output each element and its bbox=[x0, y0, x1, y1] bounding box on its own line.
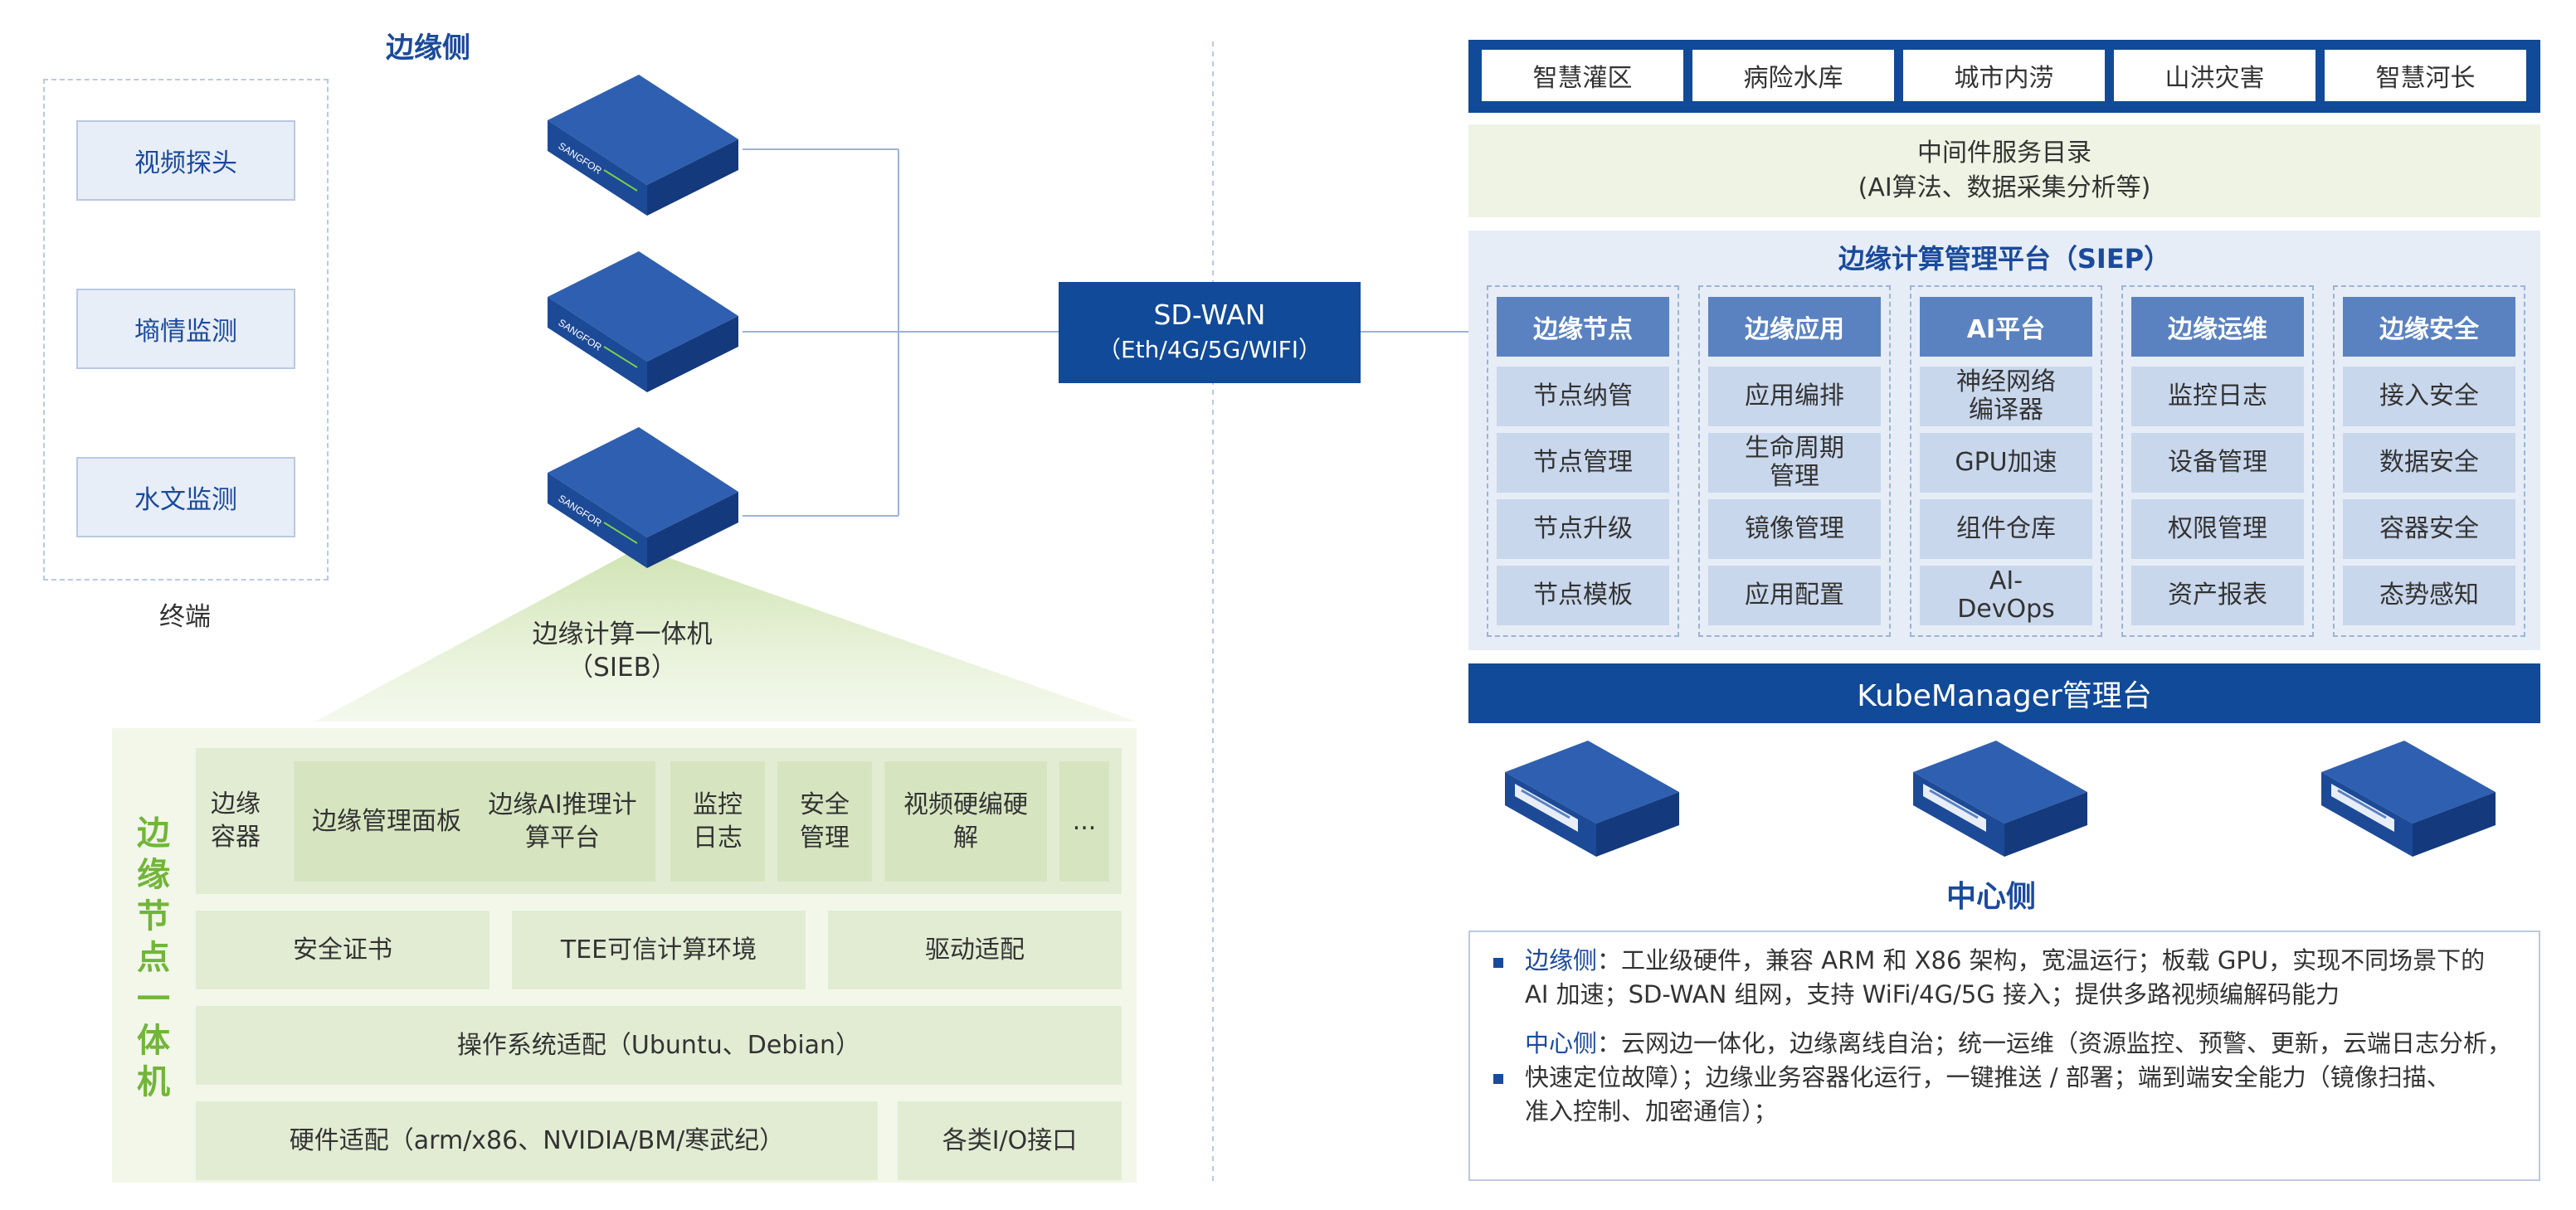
middleware-catalog: 中间件服务目录 (AI算法、数据采集分析等) bbox=[1468, 124, 2540, 217]
sieb-label: 边缘计算一体机 （SIEB） bbox=[498, 618, 747, 684]
desc-edge-text-1: ：工业级硬件，兼容 ARM 和 X86 架构，宽温运行；板载 GPU，实现不同场… bbox=[1597, 946, 2486, 974]
siep-item-edge-node-3: 节点升级 bbox=[1497, 499, 1669, 559]
siep-item-edge-security-3: 容器安全 bbox=[2343, 499, 2515, 559]
scenario-reservoir: 病险水库 bbox=[1692, 50, 1894, 101]
sieb-name: 边缘计算一体机 bbox=[532, 620, 713, 649]
siep-column-ai-platform bbox=[1910, 285, 2102, 637]
io-interfaces: 各类I/O接口 bbox=[898, 1101, 1122, 1180]
siep-item-edge-security-2: 数据安全 bbox=[2343, 433, 2515, 493]
desc-center-text-1: ：云网边一体化，边缘离线自治；统一运维（资源监控、预警、更新，云端日志分析， bbox=[1597, 1029, 2512, 1057]
scenario-urban-flood: 城市内涝 bbox=[1903, 50, 2105, 101]
sieb-zoom-fan bbox=[315, 547, 1137, 722]
siep-item-edge-node-1: 节点纳管 bbox=[1497, 367, 1669, 426]
edge-device-2: SANGFOR bbox=[548, 251, 738, 392]
app-edge-ai-inference: 边缘AI推理计算平台 bbox=[470, 761, 655, 882]
siep-item-edge-app-2: 生命周期管理 bbox=[1708, 433, 1881, 493]
sieb-abbr: （SIEB） bbox=[567, 653, 677, 683]
center-server-2 bbox=[1913, 741, 2087, 857]
server-links bbox=[743, 148, 1468, 517]
siep-column-edge-app bbox=[1698, 285, 1891, 637]
sdwan-subtitle: （Eth/4G/5G/WIFI） bbox=[1097, 336, 1322, 363]
siep-item-ai-platform-1: 神经网络编译器 bbox=[1920, 367, 2092, 426]
siep-item-edge-ops-4: 资产报表 bbox=[2131, 566, 2304, 625]
siep-column-edge-ops bbox=[2121, 285, 2314, 637]
tee-environment: TEE可信计算环境 bbox=[512, 911, 806, 989]
sdwan-title: SD-WAN bbox=[1153, 299, 1266, 331]
middleware-title: 中间件服务目录 bbox=[1917, 138, 2091, 168]
desc-center-text-2: 快速定位故障）；边缘业务容器化运行，一键推送 / 部署；端到端安全能力（镜像扫描… bbox=[1525, 1063, 2451, 1091]
edge-side-title: 边缘侧 bbox=[386, 32, 470, 65]
siep-item-edge-security-1: 接入安全 bbox=[2343, 367, 2515, 426]
terminal-hydrology: 水文监测 bbox=[76, 457, 295, 537]
siep-column-edge-security bbox=[2333, 285, 2525, 637]
center-server-3 bbox=[2321, 741, 2496, 857]
os-adaptation: 操作系统适配（Ubuntu、Debian） bbox=[196, 1006, 1122, 1085]
siep-column-head-edge-ops: 边缘运维 bbox=[2131, 297, 2304, 357]
terminal-caption: 终端 bbox=[159, 602, 211, 632]
siep-title: 边缘计算管理平台（SIEP） bbox=[1838, 243, 2171, 275]
desc-center: 中心侧：云网边一体化，边缘离线自治；统一运维（资源监控、预警、更新，云端日志分析… bbox=[1525, 1027, 2529, 1129]
siep-item-edge-app-4: 应用配置 bbox=[1708, 566, 1881, 625]
edge-device-3: SANGFOR bbox=[548, 427, 738, 568]
desc-center-text-3: 准入控制、加密通信）； bbox=[1525, 1097, 1778, 1125]
desc-edge-label: 边缘侧 bbox=[1525, 946, 1598, 974]
siep-column-head-edge-security: 边缘安全 bbox=[2343, 297, 2515, 357]
app-video-codec: 视频硬编硬解 bbox=[884, 761, 1047, 882]
siep-item-edge-ops-2: 设备管理 bbox=[2131, 433, 2304, 493]
siep-item-edge-node-4: 节点模板 bbox=[1497, 566, 1669, 625]
siep-item-edge-app-1: 应用编排 bbox=[1708, 367, 1881, 426]
siep-item-ai-platform-3: 组件仓库 bbox=[1920, 499, 2092, 559]
siep-item-edge-security-4: 态势感知 bbox=[2343, 566, 2515, 625]
app-edge-management-panel: 边缘管理面板 bbox=[294, 761, 480, 882]
siep-item-edge-app-3: 镜像管理 bbox=[1708, 499, 1881, 559]
terminal-group bbox=[43, 79, 329, 581]
app-security-management: 安全管理 bbox=[777, 761, 872, 882]
scenario-river-chief: 智慧河长 bbox=[2325, 50, 2526, 101]
description-box bbox=[1468, 931, 2540, 1181]
siep-column-head-ai-platform: AI平台 bbox=[1920, 297, 2092, 357]
bullet-edge bbox=[1493, 958, 1503, 968]
sdwan-box: SD-WAN （Eth/4G/5G/WIFI） bbox=[1059, 282, 1361, 383]
desc-edge: 边缘侧：工业级硬件，兼容 ARM 和 X86 架构，宽温运行；板载 GPU，实现… bbox=[1525, 944, 2529, 1012]
siep-column-head-edge-app: 边缘应用 bbox=[1708, 297, 1881, 357]
scenario-mountain-flood: 山洪灾害 bbox=[2114, 50, 2315, 101]
center-side-title: 中心侧 bbox=[1945, 880, 2036, 914]
app-more: ... bbox=[1059, 761, 1109, 882]
app-monitor-log: 监控日志 bbox=[670, 761, 765, 882]
scenario-irrigation: 智慧灌区 bbox=[1482, 50, 1683, 101]
driver-adaptation: 驱动适配 bbox=[828, 911, 1122, 989]
edge-container-label: 边缘容器 bbox=[211, 790, 261, 852]
siep-item-ai-platform-2: GPU加速 bbox=[1920, 433, 2092, 493]
edge-node-vertical-title: 边 缘 节 点 一 体 机 bbox=[137, 814, 170, 1101]
security-certificate: 安全证书 bbox=[196, 911, 489, 989]
siep-item-edge-node-2: 节点管理 bbox=[1497, 433, 1669, 493]
bullet-center bbox=[1493, 1074, 1503, 1084]
siep-item-ai-platform-4: AI-DevOps bbox=[1920, 566, 2092, 625]
middleware-subtitle: (AI算法、数据采集分析等) bbox=[1858, 173, 2151, 202]
siep-item-edge-ops-3: 权限管理 bbox=[2131, 499, 2304, 559]
siep-item-edge-ops-1: 监控日志 bbox=[2131, 367, 2304, 426]
siep-column-head-edge-node: 边缘节点 bbox=[1497, 297, 1669, 357]
kubemanager-bar: KubeManager管理台 bbox=[1468, 663, 2540, 723]
hardware-adaptation: 硬件适配（arm/x86、NVIDIA/BM/寒武纪） bbox=[196, 1101, 878, 1180]
terminal-soil-moisture: 墒情监测 bbox=[76, 289, 295, 369]
desc-edge-text-2: AI 加速；SD-WAN 组网，支持 WiFi/4G/5G 接入；提供多路视频编… bbox=[1525, 980, 2340, 1008]
siep-column-edge-node bbox=[1487, 285, 1679, 637]
desc-center-label: 中心侧 bbox=[1525, 1029, 1598, 1057]
terminal-video-probe: 视频探头 bbox=[76, 120, 295, 201]
edge-device-1: SANGFOR bbox=[548, 75, 738, 216]
center-server-1 bbox=[1505, 741, 1679, 857]
